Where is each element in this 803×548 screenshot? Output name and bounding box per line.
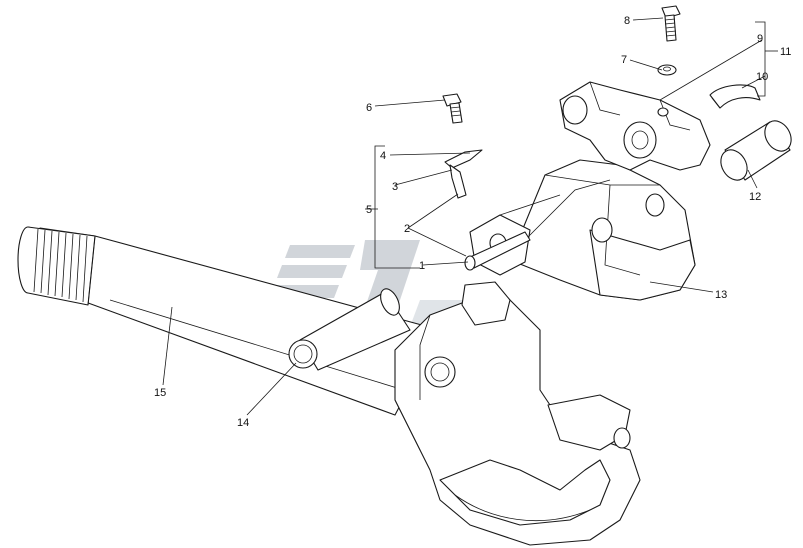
callout-11: 11 (780, 46, 791, 58)
callout-14: 14 (237, 417, 249, 429)
bracket-group-5 (374, 145, 420, 269)
callout-10: 10 (756, 71, 768, 83)
bolt-part-8 (661, 5, 681, 42)
callout-13: 13 (715, 289, 727, 301)
roller-part-12 (720, 120, 792, 181)
callout-1: 1 (419, 260, 425, 272)
screw-part-6 (442, 93, 463, 124)
callout-8: 8 (624, 15, 630, 27)
callout-9: 9 (757, 33, 763, 45)
cotter-pin-part-3 (444, 149, 483, 199)
callout-3: 3 (392, 181, 398, 193)
nut-part-7 (657, 64, 677, 76)
callout-15: 15 (154, 387, 166, 399)
callout-2: 2 (404, 223, 410, 235)
callout-4: 4 (380, 150, 386, 162)
pin-part-14 (288, 288, 411, 371)
callout-6: 6 (366, 102, 372, 114)
housing-part-13 (469, 159, 696, 301)
callout-12: 12 (749, 191, 761, 203)
callout-7: 7 (621, 54, 627, 66)
sleeve-part-10 (709, 84, 761, 109)
bracket-group-11 (755, 21, 766, 97)
hook-body (394, 281, 641, 546)
leader-lines (162, 17, 778, 416)
callout-labels: 1 2 3 4 5 6 7 8 9 10 11 12 13 14 15 (154, 15, 791, 429)
shaft-part-15 (17, 226, 441, 416)
lever-part-9 (559, 81, 711, 171)
callout-5: 5 (366, 204, 372, 216)
latch-pin-part-1 (464, 231, 531, 271)
